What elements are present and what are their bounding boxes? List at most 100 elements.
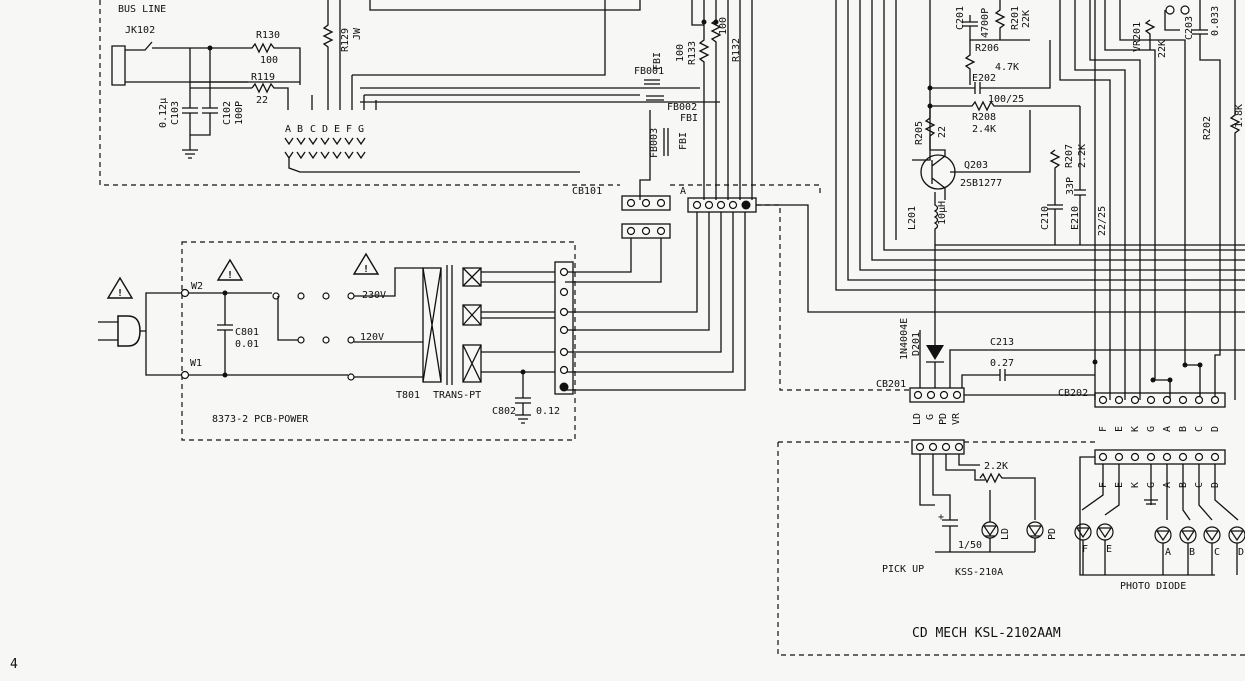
l201-label: L201: [907, 206, 918, 230]
transistor-q203: [920, 110, 1031, 200]
c201-label: C201: [955, 6, 966, 30]
cb202-pin-d: D: [1210, 426, 1221, 432]
c203-value: 0.033: [1210, 6, 1221, 36]
r201-label: R201: [1010, 6, 1021, 30]
r132-label: R132: [731, 38, 742, 62]
r119-value: 22: [256, 95, 268, 106]
ld-diode-icon: [981, 490, 999, 552]
pcb-power-label: 8373-2 PCB-POWER: [212, 414, 309, 425]
t801-label: T801: [396, 390, 420, 401]
r205-value: 22: [937, 126, 948, 138]
r130-value: 100: [260, 55, 278, 66]
svg-text:!: !: [117, 288, 123, 299]
c213-value: 0.27: [990, 358, 1014, 369]
connector-letter-a: A: [285, 124, 291, 135]
r207-value: 2.2K: [1077, 144, 1088, 168]
cb201-pin-g: G: [925, 414, 936, 420]
c802-value: 0.12: [536, 406, 560, 417]
laser-driver-section: C201 4700P R201 22K R206 4.7K E202 100/2…: [835, 0, 1245, 400]
diode-letter-a: A: [1165, 547, 1171, 558]
d201-part-label: 1N4004E: [899, 318, 910, 360]
r202-value: 1.8K: [1234, 104, 1245, 128]
r133-value: 100: [675, 44, 686, 62]
trans-pt-label: TRANS-PT: [433, 390, 481, 401]
ac-plug-icon: [98, 315, 141, 347]
cb202-label: CB202: [1058, 388, 1088, 399]
svg-text:!: !: [227, 270, 233, 281]
r119-label: R119: [251, 72, 275, 83]
diode-letter-c: C: [1214, 547, 1220, 558]
ferrite-bead-area: FBI FB001 FB002 FBI FB003 FBI 100 R133 1…: [360, 0, 753, 200]
cb202-pin-a: A: [1162, 426, 1173, 432]
diode-letter-f: F: [1082, 544, 1088, 555]
connector-letter-g: G: [358, 124, 364, 135]
cd-mech-section: 2.2K + 1/50 LD PD PICK UP KSS-210A: [777, 439, 1245, 656]
r205-label: R205: [914, 121, 925, 145]
page-number: 4: [10, 657, 18, 672]
cb201-cb202-section: 1N4004E D201 C213 0.27 CB201 LD G PD VR …: [876, 245, 1245, 432]
r208-label: R208: [972, 112, 996, 123]
e210-label: E210: [1070, 206, 1081, 230]
c210-value: 33P: [1065, 177, 1076, 195]
cb201-pin-vr: VR: [951, 412, 962, 425]
c102-value: 100P: [234, 101, 245, 125]
photo-diode-f-icon: [1074, 523, 1092, 575]
r-2-2k-label: 2.2K: [984, 461, 1008, 472]
c201-value: 4700P: [980, 8, 991, 38]
q203-part-label: 2SB1277: [960, 178, 1002, 189]
c103-label: C103: [170, 101, 181, 125]
c801-value: 0.01: [235, 339, 259, 350]
cd-mech-label: CD MECH KSL-2102AAM: [912, 626, 1061, 641]
connector-letter-d: D: [322, 124, 328, 135]
r202-label: R202: [1202, 116, 1213, 140]
photo-diode-d-icon: [1228, 526, 1245, 575]
120v-label: 120V: [360, 332, 384, 343]
c203-label: C203: [1184, 16, 1195, 40]
c103-value: 0.12μ: [158, 98, 169, 128]
pd-diode-icon: [1026, 521, 1044, 552]
l201-value: 10μH: [937, 201, 948, 225]
r201-value: 22K: [1021, 10, 1032, 28]
warning-icon: !: [352, 252, 380, 275]
c801-label: C801: [235, 327, 259, 338]
w1-label: W1: [190, 358, 202, 369]
svg-text:!: !: [363, 264, 369, 275]
cb202-pin-c: C: [1194, 426, 1205, 432]
warning-icon: !: [216, 258, 244, 281]
r132-value: 100: [718, 17, 729, 35]
pd-label: PD: [1047, 528, 1058, 540]
r129-value: JW: [352, 27, 363, 40]
vr201-label: VR201: [1132, 22, 1143, 52]
cb201-pin-ld: LD: [912, 413, 923, 425]
cb202-pins: [1098, 395, 1220, 405]
c210-label: C210: [1040, 206, 1051, 230]
jk102-label: JK102: [125, 25, 155, 36]
c-1-50-label: 1/50: [958, 540, 982, 551]
cb101-connector: CB101 A: [565, 184, 1245, 391]
photo-diode-e-icon: [1096, 523, 1114, 575]
r130-label: R130: [256, 30, 280, 41]
cb202-lower-pin-k: K: [1130, 482, 1141, 488]
photo-diode-label: PHOTO DIODE: [1120, 581, 1186, 592]
cb202-pin-g: G: [1146, 426, 1157, 432]
w2-label: W2: [191, 281, 203, 292]
fb003-label: FB003: [649, 128, 660, 158]
c802-label: C802: [492, 406, 516, 417]
diode-letter-b: B: [1189, 547, 1195, 558]
photo-diode-b-icon: [1179, 526, 1197, 575]
cb202-pin-b: B: [1178, 426, 1189, 432]
cb201-pin-labels: LD G PD VR: [912, 412, 962, 425]
photo-diode-c-icon: [1203, 526, 1221, 575]
r207-label: R207: [1064, 144, 1075, 168]
r129-label: R129: [340, 28, 351, 52]
bus-line-label: BUS LINE: [118, 4, 166, 15]
photo-diode-a-icon: [1154, 526, 1172, 575]
cb202-pin-k: K: [1130, 426, 1141, 432]
e210-value: 22/25: [1097, 206, 1108, 236]
letter-connector-ag: A B C D E F G: [284, 124, 580, 173]
r206-label: R206: [975, 43, 999, 54]
bus-line-section: BUS LINE JK102 R130 100 R119 22 C103 0.1…: [99, 0, 641, 186]
cb202-pin-f: F: [1098, 426, 1109, 432]
